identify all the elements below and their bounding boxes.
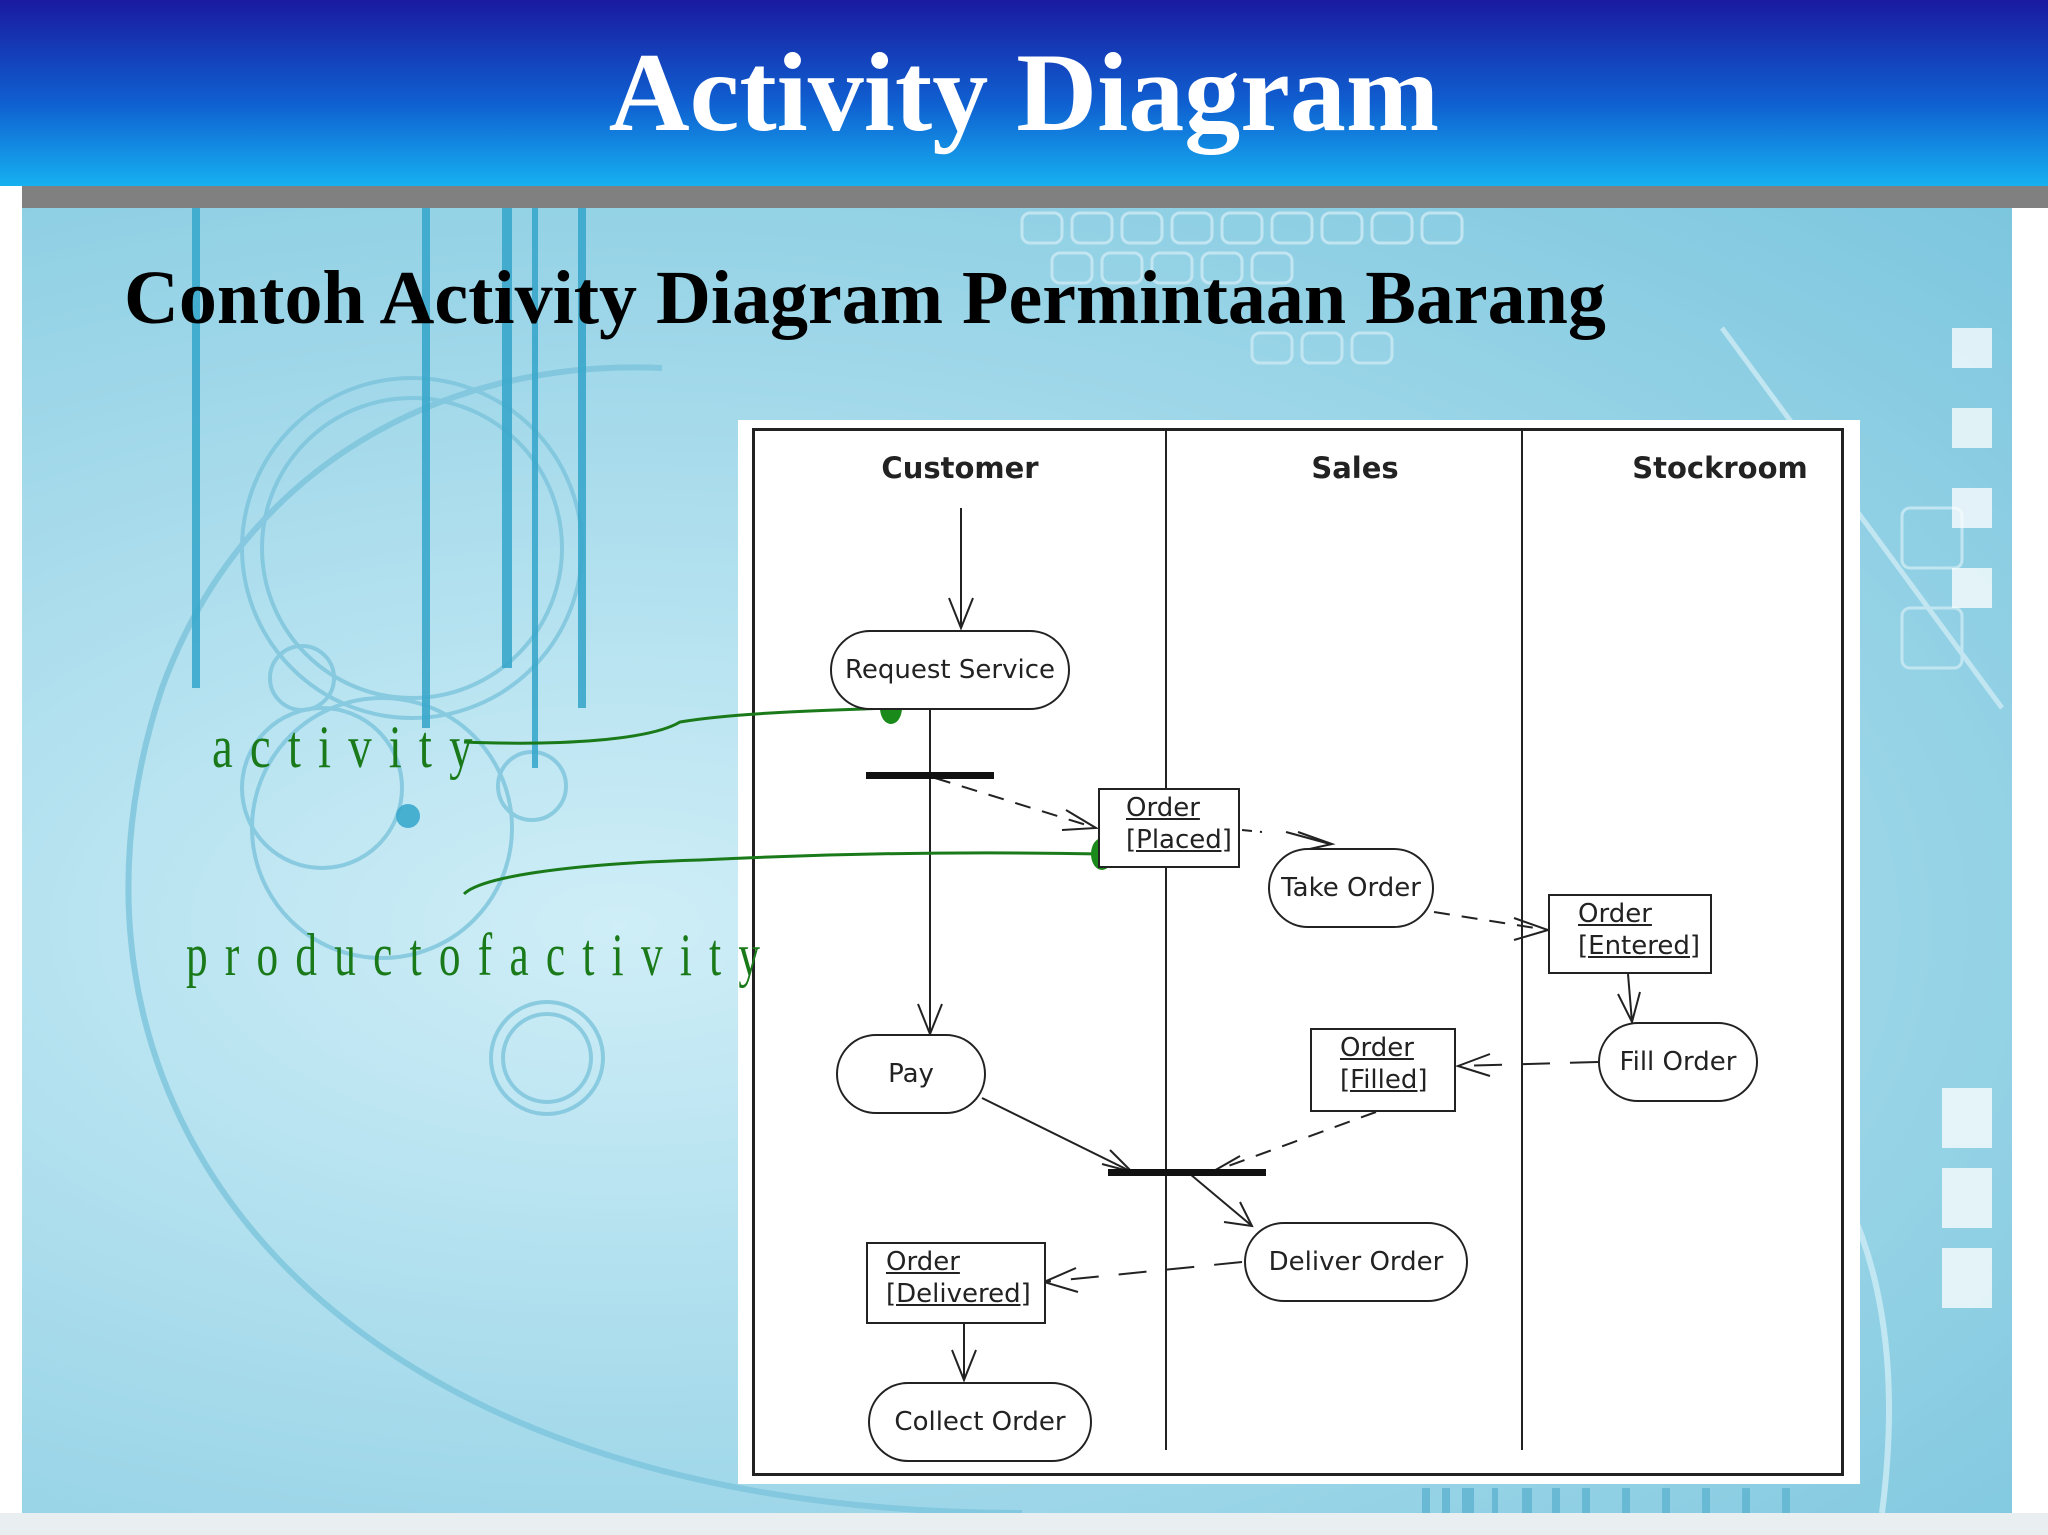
annotation-activity: activity <box>212 714 490 780</box>
arrow-head <box>1223 1201 1254 1228</box>
object-flow <box>1211 1111 1377 1173</box>
activity-pay: Pay <box>836 1034 986 1114</box>
bottom-strip <box>0 1513 2048 1535</box>
activity-pointer-line <box>463 706 891 745</box>
title-divider <box>22 186 2048 208</box>
diagram-border <box>752 428 1844 1476</box>
arrow-head <box>1101 1149 1136 1174</box>
arrow-head <box>1454 1053 1491 1077</box>
object-order-placed-name: Order <box>1126 793 1200 823</box>
object-flow <box>1241 829 1263 833</box>
object-flow <box>934 777 1097 829</box>
object-order-entered: Order [Entered] <box>1548 894 1712 974</box>
fork-bar <box>866 772 994 779</box>
lane-header-sales: Sales <box>1311 451 1399 485</box>
flow-arrow <box>1627 973 1633 1023</box>
object-order-delivered-state: [Delivered] <box>886 1279 1031 1309</box>
object-order-filled-name: Order <box>1340 1033 1414 1063</box>
activity-deliver-order: Deliver Order <box>1244 1222 1468 1302</box>
flow-arrow <box>981 1097 1133 1173</box>
product-pointer-line <box>462 851 1103 896</box>
arrow-head <box>1061 809 1100 831</box>
activity-take-order: Take Order <box>1268 848 1434 928</box>
object-order-entered-state: [Entered] <box>1578 931 1701 961</box>
arrow-head <box>951 1349 977 1383</box>
object-order-filled: Order [Filled] <box>1310 1028 1456 1112</box>
activity-collect-order: Collect Order <box>868 1382 1092 1462</box>
object-order-filled-state: [Filled] <box>1340 1065 1428 1095</box>
object-order-placed-state: [Placed] <box>1126 825 1232 855</box>
slide-title: Activity Diagram <box>608 31 1440 155</box>
object-order-entered-name: Order <box>1578 899 1652 929</box>
lane-header-stockroom: Stockroom <box>1632 451 1808 485</box>
activity-fill-order: Fill Order <box>1598 1022 1758 1102</box>
arrow-head <box>948 597 974 631</box>
annotation-product-of-activity: productofactivity <box>186 922 778 988</box>
flow-arrow <box>1189 1173 1253 1227</box>
object-order-placed: Order [Placed] <box>1098 788 1240 868</box>
object-order-delivered: Order [Delivered] <box>866 1242 1046 1324</box>
object-flow <box>1043 1261 1243 1283</box>
object-order-delivered-name: Order <box>886 1247 960 1277</box>
join-bar <box>1108 1169 1266 1176</box>
object-flow <box>1457 1061 1599 1067</box>
activity-request-service: Request Service <box>830 630 1070 710</box>
object-flow <box>1285 831 1331 845</box>
arrow-head <box>1513 917 1552 941</box>
background-pattern <box>125 208 2005 1513</box>
slide-subtitle: Contoh Activity Diagram Permintaan Baran… <box>124 256 1606 340</box>
lane-header-customer: Customer <box>881 451 1039 485</box>
object-flow <box>1433 911 1549 931</box>
title-bar <box>0 0 2048 186</box>
